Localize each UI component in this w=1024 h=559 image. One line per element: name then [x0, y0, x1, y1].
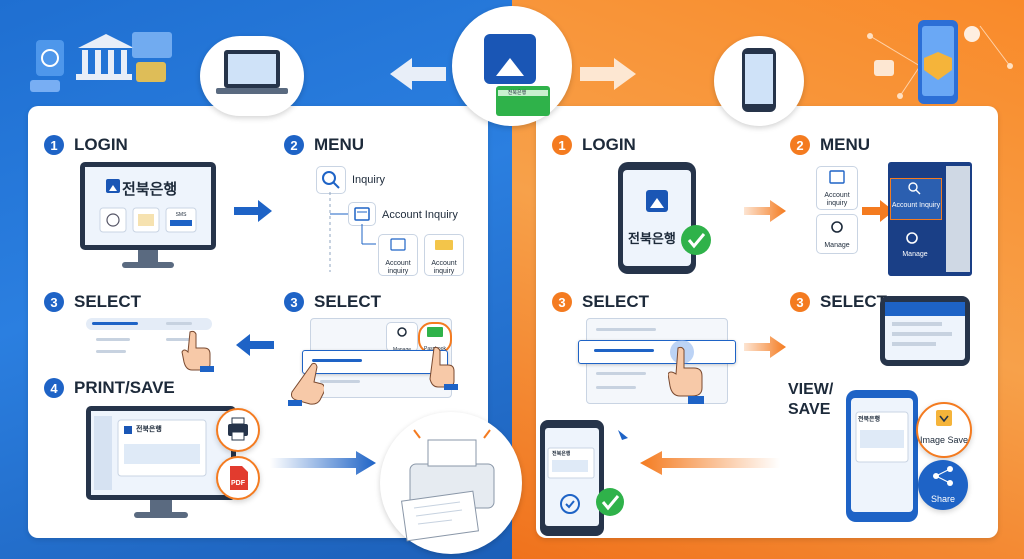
- gear-icon: [906, 232, 918, 244]
- step-number: 2: [284, 135, 304, 155]
- step-label: LOGIN: [582, 135, 636, 154]
- bank-security-icons: [30, 32, 172, 92]
- step-number: 1: [44, 135, 64, 155]
- download-icon: [936, 410, 952, 426]
- pc-step-select-menu: 3 SELECT: [284, 292, 381, 312]
- mobile-manage-button[interactable]: Manage: [816, 214, 858, 254]
- mobile-step-login: 1 LOGIN: [552, 135, 636, 155]
- left-arrow-icon: [390, 58, 446, 90]
- menu-tree-lines: [329, 192, 348, 272]
- pc-print-bank-name: 전북은행: [136, 426, 162, 433]
- image-save-button[interactable]: Image Save: [916, 402, 972, 458]
- bank-logo-icon: [484, 34, 550, 116]
- pc-step-select-list: 3 SELECT: [44, 292, 141, 312]
- step-label: SELECT: [820, 292, 888, 311]
- phone-icon: [742, 48, 776, 112]
- account-inquiry-label: Account Inquiry: [382, 209, 458, 221]
- account-inquiry-sub-button-b[interactable]: Account inquiry: [424, 234, 464, 276]
- mobile-panel-account-inquiry[interactable]: Account Inquiry: [890, 178, 942, 220]
- account-inquiry-menu-button[interactable]: [348, 202, 376, 226]
- mobile-view-bank-name: 전북은행: [858, 417, 881, 423]
- mobile-select-phone: [880, 296, 970, 366]
- laptop-circle: [200, 36, 304, 116]
- step-number: 3: [790, 292, 810, 312]
- step-label: MENU: [820, 135, 871, 154]
- share-button[interactable]: Share: [918, 460, 968, 510]
- account-icon: [390, 238, 406, 251]
- step-number: 3: [44, 292, 64, 312]
- step-number: 2: [790, 135, 810, 155]
- mobile-security-icons: [867, 20, 1013, 104]
- pc-step-print-save: 4 PRINT/SAVE: [44, 378, 175, 398]
- pc-hand-pointer-icon: [181, 330, 214, 372]
- right-arrow-icon: [580, 58, 636, 90]
- pc-list-row-selected[interactable]: [86, 318, 212, 330]
- mobile-bank-name: 전북은행: [628, 231, 676, 246]
- step-number: 4: [44, 378, 64, 398]
- gear-icon: [397, 327, 407, 337]
- inquiry-label: Inquiry: [352, 174, 386, 186]
- account-icon: [829, 170, 845, 184]
- laptop-icon: [216, 50, 288, 94]
- mobile-panel-manage[interactable]: Manage: [890, 228, 940, 262]
- mobile-account-inquiry-button[interactable]: Account inquiry: [816, 166, 858, 210]
- step-number: 3: [284, 292, 304, 312]
- mobile-saved-bank-name: 전북은행: [552, 451, 571, 457]
- search-icon: [908, 182, 921, 195]
- printer-icon: [228, 417, 248, 441]
- share-icon: [933, 466, 953, 486]
- account-icon: [354, 207, 370, 221]
- step-number: 1: [552, 135, 572, 155]
- mobile-arrow-1: [744, 200, 786, 222]
- mobile-step-select-list: 3 SELECT: [552, 292, 649, 312]
- pc-arrow-3: [270, 451, 376, 475]
- mobile-arrow-3: [640, 451, 780, 475]
- pc-step-login: 1 LOGIN: [44, 135, 128, 155]
- card-icon: [435, 240, 453, 250]
- step-label: SELECT: [74, 292, 142, 311]
- pc-login-monitor: [80, 162, 216, 268]
- bank-logo-circle: 전북은행: [452, 6, 572, 126]
- gear-icon: [831, 221, 843, 233]
- step-label: MENU: [314, 135, 365, 154]
- step-label: SELECT: [582, 292, 650, 311]
- manage-button[interactable]: Manage: [386, 322, 418, 353]
- mobile-step-select-phone: 3 SELECT: [790, 292, 887, 312]
- mobile-step-menu: 2 MENU: [790, 135, 870, 155]
- mobile-login-phone: [618, 162, 711, 274]
- print-button[interactable]: [216, 408, 260, 452]
- account-inquiry-sub-button-a[interactable]: Account inquiry: [378, 234, 418, 276]
- phone-circle: [714, 36, 804, 126]
- step-number: 3: [552, 292, 572, 312]
- pc-arrow-1: [234, 200, 272, 222]
- pc-bank-name: 전북은행: [122, 181, 178, 198]
- mobile-arrow-menu: [862, 200, 894, 222]
- mobile-hand-pointer-icon: [668, 340, 704, 404]
- pc-selected-row[interactable]: [302, 350, 448, 374]
- step-label: LOGIN: [74, 135, 128, 154]
- step-label: SELECT: [314, 292, 382, 311]
- mobile-step-view-save: VIEW/ SAVE: [788, 381, 834, 418]
- mobile-arrow-2: [744, 336, 786, 358]
- passbook-icon: [427, 327, 443, 337]
- card-label: 전북은행: [507, 90, 527, 96]
- mobile-saved-phone: [540, 420, 628, 536]
- inquiry-menu-button[interactable]: [316, 166, 346, 194]
- pc-hand-pointer-icon-right: [429, 346, 458, 390]
- pc-hand-pointer-icon-left: [288, 362, 324, 406]
- pdf-save-button[interactable]: PDF: [216, 456, 260, 500]
- pc-arrow-2: [236, 334, 274, 356]
- pdf-file-icon: [230, 466, 248, 490]
- pc-print-monitor: [86, 406, 236, 518]
- step-label: PRINT/SAVE: [74, 378, 175, 397]
- printer-illustration-icon: [401, 429, 495, 542]
- mobile-view-phone: [846, 390, 918, 522]
- pc-step-menu: 2 MENU: [284, 135, 364, 155]
- search-icon: [322, 171, 340, 189]
- mobile-selected-row[interactable]: [578, 340, 736, 364]
- printer-circle: [380, 412, 522, 554]
